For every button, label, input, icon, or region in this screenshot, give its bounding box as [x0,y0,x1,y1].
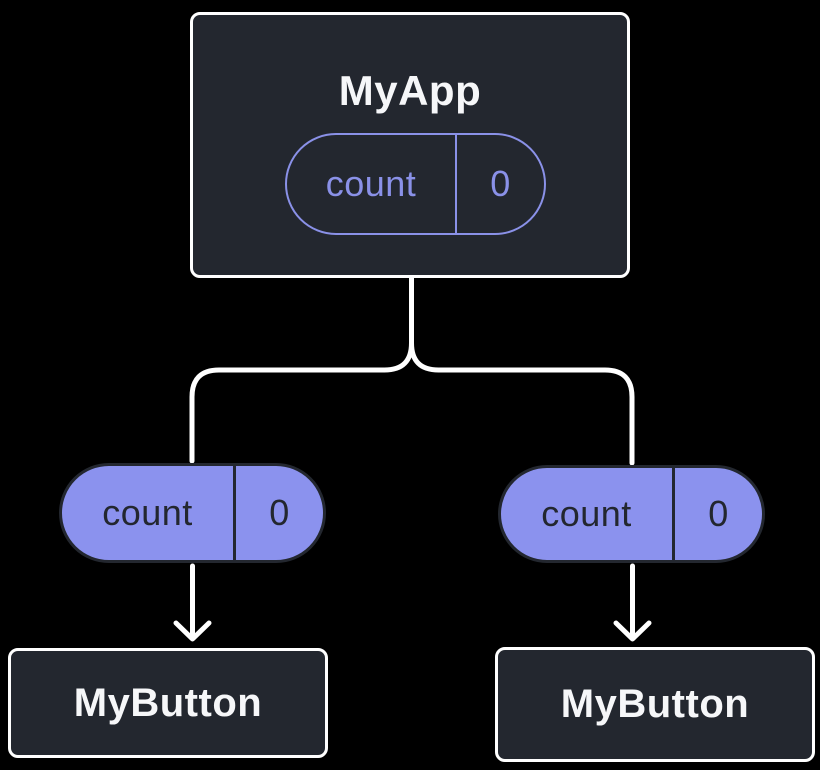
app-component-card: MyApp count 0 [190,12,630,278]
prop-pill-left-name: count [102,492,193,533]
prop-pill-left: count 0 [59,463,326,563]
prop-pill-right-value: 0 [672,468,762,560]
state-pill: count 0 [285,133,546,235]
arrow-left-head-icon [173,620,212,642]
button-component-card-left: MyButton [8,648,328,758]
prop-pill-left-value: 0 [233,466,323,560]
branch-right-line [409,275,635,466]
button-component-title-right: MyButton [560,682,750,726]
prop-pill-right-name: count [541,493,632,534]
state-pill-value: 0 [455,135,544,233]
button-component-card-right: MyButton [495,647,815,762]
arrow-right-head-icon [613,620,652,642]
button-component-title-left: MyButton [73,680,263,725]
state-pill-name: count [325,163,417,204]
prop-pill-right: count 0 [498,465,765,563]
app-component-title: MyApp [338,67,482,114]
branch-left-line [189,275,414,464]
